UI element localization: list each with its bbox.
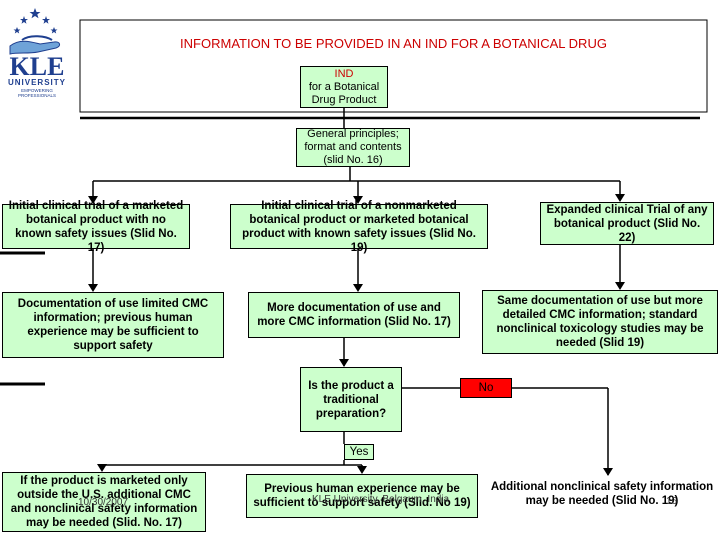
general-principles-box: General principles; format and contents … — [296, 128, 410, 167]
previous-human-box: Previous human experience may be suffici… — [246, 474, 478, 518]
doc-limited-box: Documentation of use limited CMC informa… — [2, 292, 224, 358]
initial-marketed-box: Initial clinical trial of a marketed bot… — [2, 200, 190, 254]
yes-label: Yes — [344, 444, 374, 460]
logo-tagline: EMPOWERING PROFESSIONALS — [17, 88, 56, 98]
logo-kle-text: KLE — [9, 52, 65, 81]
same-doc-box: Same documentation of use but more detai… — [482, 290, 718, 354]
logo-university-text: UNIVERSITY — [7, 78, 66, 87]
marketed-outside-box: If the product is marketed only outside … — [2, 472, 206, 532]
logo: KLE UNIVERSITY EMPOWERING PROFESSIONALS — [2, 2, 72, 98]
initial-nonmarketed-box: Initial clinical trial of a nonmarketed … — [230, 200, 488, 254]
footer-page-number: 16 — [666, 496, 678, 507]
ind-box: IND for a Botanical Drug Product — [300, 66, 388, 108]
expanded-trial-box: Expanded clinical Trial of any botanical… — [540, 202, 714, 245]
no-label: No — [460, 378, 512, 398]
footer-date: 10/30/2007 — [78, 497, 129, 508]
footer-org: KLE University, Belgaum, India — [312, 494, 450, 505]
traditional-question-box: Is the product a traditional preparation… — [300, 367, 402, 432]
ind-title: IND — [334, 67, 354, 80]
ind-subtitle: for a Botanical Drug Product — [308, 80, 380, 106]
additional-nonclinical-text: Additional nonclinical safety informatio… — [490, 481, 714, 507]
more-doc-box: More documentation of use and more CMC i… — [248, 292, 460, 338]
page-title: INFORMATION TO BE PROVIDED IN AN IND FOR… — [180, 36, 607, 51]
logo-hand-icon — [9, 8, 61, 55]
